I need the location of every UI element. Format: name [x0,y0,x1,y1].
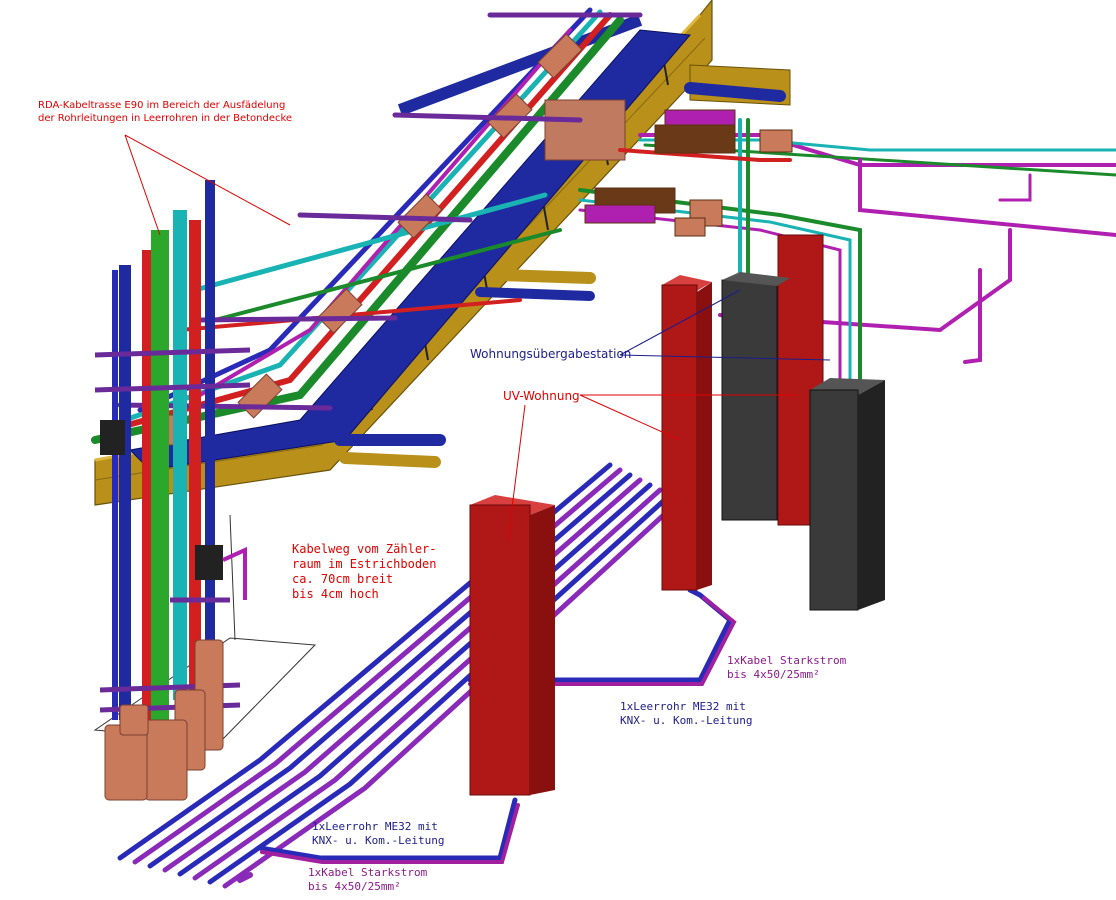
leerrohr-mid-line1: 1xLeerrohr ME32 mit [620,700,746,713]
kabel-right-line2: bis 4x50/25mm² [727,668,820,681]
uv-label: UV-Wohnung [503,389,580,403]
branch-cables [257,587,737,864]
kabel-bot-line2: bis 4x50/25mm² [308,880,401,893]
kabelweg-line1: Kabelweg vom Zähler- [292,542,437,556]
leerrohr-bot-line1: 1xLeerrohr ME32 mit [312,820,438,833]
riser-pipes [112,180,215,720]
right-pipe-runs [578,118,1116,387]
station-box-left [721,272,790,521]
uv-box-middle [661,275,712,591]
riser-valve [100,420,247,600]
rda-label-line1: RDA-Kabeltrasse E90 im Bereich der Ausfä… [38,100,285,111]
station-box-right [809,378,885,611]
rda-label-line2: der Rohrleitungen in Leerrohren in der B… [38,113,292,124]
kabel-bot-line1: 1xKabel Starkstrom [308,866,428,879]
floor-cable-bundle [117,462,683,889]
leerrohr-mid-line2: KNX- u. Kom.-Leitung [620,714,752,727]
right-pipe-sleeves [584,109,793,237]
kabelweg-line2: raum im Estrichboden [292,557,437,571]
kabelweg-line3: ca. 70cm breit [292,572,393,586]
leerrohr-bot-line2: KNX- u. Kom.-Leitung [312,834,444,847]
kabelweg-line4: bis 4cm hoch [292,587,379,601]
station-label: Wohnungsübergabestation [470,347,631,361]
copper-pipe-ends [104,639,224,801]
hanger-rods [117,12,643,411]
uv-box-front [469,495,555,796]
kabel-right-line1: 1xKabel Starkstrom [727,654,847,667]
leader-lines [124,134,831,541]
annotations: RDA-Kabeltrasse E90 im Bereich der Ausfä… [38,100,847,893]
